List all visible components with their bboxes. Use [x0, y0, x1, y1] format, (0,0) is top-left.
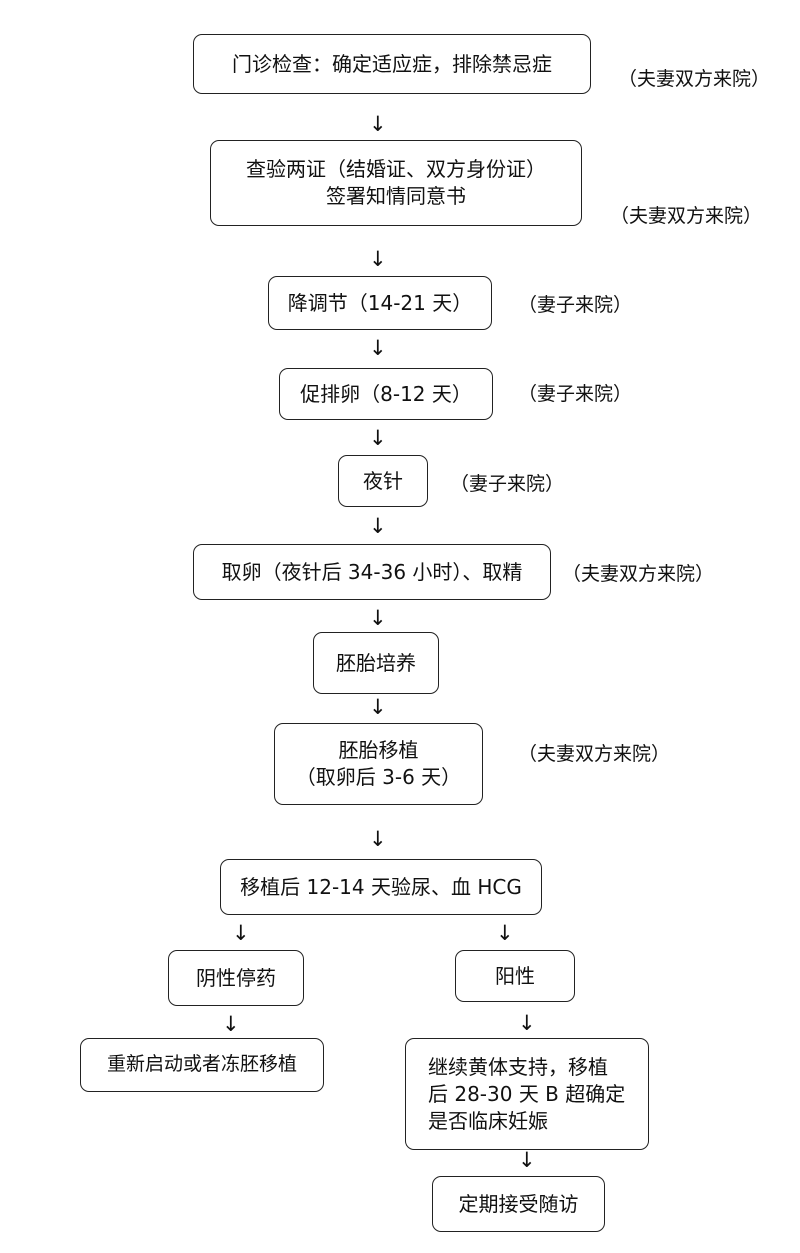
- step-verify-certificates-line2: 签署知情同意书: [326, 184, 466, 208]
- step-egg-sperm-retrieval-label: 取卵（夜针后 34-36 小时）、取精: [221, 559, 523, 584]
- step-embryo-transfer: 胚胎移植 （取卵后 3-6 天）: [274, 723, 483, 805]
- arrow-to-negative: ↓: [232, 921, 250, 945]
- step-luteal-support-line3: 是否临床妊娠: [428, 1108, 548, 1133]
- arrow-4: ↓: [369, 426, 387, 450]
- step-hcg-test: 移植后 12-14 天验尿、血 HCG: [220, 859, 542, 915]
- note-wife-2: （妻子来院）: [518, 383, 633, 405]
- step-restart-or-frozen-transfer-label: 重新启动或者冻胚移植: [106, 1053, 297, 1076]
- step-down-regulation-label: 降调节（14-21 天）: [287, 290, 473, 315]
- step-regular-follow-up-label: 定期接受随访: [458, 1191, 579, 1216]
- step-negative-result: 阴性停药: [168, 950, 304, 1006]
- step-restart-or-frozen-transfer: 重新启动或者冻胚移植: [80, 1038, 324, 1092]
- note-both-spouses-2: （夫妻双方来院）: [610, 205, 763, 227]
- step-embryo-culture: 胚胎培养: [313, 632, 439, 694]
- arrow-8: ↓: [369, 827, 387, 851]
- note-both-spouses-1: （夫妻双方来院）: [618, 68, 771, 90]
- step-verify-certificates: 查验两证（结婚证、双方身份证） 签署知情同意书: [210, 140, 582, 226]
- arrow-5: ↓: [369, 514, 387, 538]
- step-down-regulation: 降调节（14-21 天）: [268, 276, 492, 330]
- arrow-to-positive: ↓: [496, 921, 514, 945]
- step-verify-certificates-line1: 查验两证（结婚证、双方身份证）: [246, 157, 546, 181]
- step-embryo-culture-label: 胚胎培养: [336, 650, 416, 675]
- step-ovulation-induction-label: 促排卵（8-12 天）: [300, 381, 472, 406]
- step-embryo-transfer-line2: （取卵后 3-6 天）: [295, 765, 462, 789]
- note-wife-1: （妻子来院）: [518, 294, 633, 316]
- step-regular-follow-up: 定期接受随访: [432, 1176, 605, 1232]
- arrow-positive-next: ↓: [518, 1011, 536, 1035]
- arrow-2: ↓: [369, 247, 387, 271]
- step-embryo-transfer-line1: 胚胎移植: [338, 738, 419, 762]
- step-egg-sperm-retrieval: 取卵（夜针后 34-36 小时）、取精: [193, 544, 551, 600]
- step-ovulation-induction: 促排卵（8-12 天）: [279, 368, 493, 420]
- step-negative-result-label: 阴性停药: [196, 965, 276, 990]
- step-hcg-test-label: 移植后 12-14 天验尿、血 HCG: [240, 874, 522, 899]
- arrow-6: ↓: [369, 606, 387, 630]
- note-both-spouses-4: （夫妻双方来院）: [518, 743, 671, 765]
- step-trigger-shot: 夜针: [338, 455, 428, 507]
- step-outpatient-exam-label: 门诊检查：确定适应症，排除禁忌症: [232, 51, 552, 76]
- step-luteal-support: 继续黄体支持，移植 后 28-30 天 B 超确定 是否临床妊娠: [405, 1038, 649, 1150]
- step-positive-result-label: 阳性: [495, 963, 535, 988]
- note-wife-3: （妻子来院）: [450, 473, 565, 495]
- step-luteal-support-line2: 后 28-30 天 B 超确定: [428, 1081, 626, 1106]
- step-luteal-support-line1: 继续黄体支持，移植: [428, 1054, 608, 1079]
- note-both-spouses-3: （夫妻双方来院）: [562, 563, 715, 585]
- step-positive-result: 阳性: [455, 950, 575, 1002]
- arrow-7: ↓: [369, 695, 387, 719]
- step-outpatient-exam: 门诊检查：确定适应症，排除禁忌症: [193, 34, 591, 94]
- arrow-1: ↓: [369, 112, 387, 136]
- arrow-negative-next: ↓: [222, 1012, 240, 1036]
- step-trigger-shot-label: 夜针: [363, 468, 403, 493]
- arrow-positive-final: ↓: [518, 1148, 536, 1172]
- arrow-3: ↓: [369, 336, 387, 360]
